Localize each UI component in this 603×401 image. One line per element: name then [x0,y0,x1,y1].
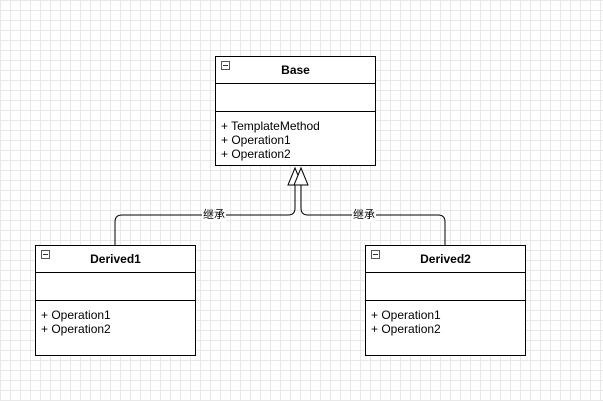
class-derived2-header[interactable]: Derived2 [366,246,525,273]
operation-item: + Operation1 [41,308,111,322]
class-derived2-name: Derived2 [420,252,471,266]
class-derived1[interactable]: Derived1 + Operation1 + Operation2 [35,245,196,356]
operation-item: + Operation1 [371,308,441,322]
edge-label-derived1[interactable]: 继承 [202,209,226,221]
class-derived1-attributes[interactable] [36,273,195,301]
operation-item: + Operation2 [221,147,291,161]
class-base[interactable]: Base + TemplateMethod + Operation1 + Ope… [215,56,376,166]
class-derived2-operations[interactable]: + Operation1 + Operation2 [366,301,525,336]
class-base-header[interactable]: Base [216,57,375,84]
collapse-icon[interactable] [371,250,380,259]
operation-item: + Operation2 [371,322,441,336]
collapse-icon[interactable] [221,61,230,70]
class-derived2-attributes[interactable] [366,273,525,301]
operation-item: + Operation1 [221,133,291,147]
class-base-attributes[interactable] [216,84,375,112]
class-derived1-name: Derived1 [90,252,141,266]
operation-item: + TemplateMethod [221,119,320,133]
collapse-icon[interactable] [41,250,50,259]
class-derived2[interactable]: Derived2 + Operation1 + Operation2 [365,245,526,356]
class-derived1-operations[interactable]: + Operation1 + Operation2 [36,301,195,336]
class-base-name: Base [281,63,310,77]
class-base-operations[interactable]: + TemplateMethod + Operation1 + Operatio… [216,112,375,161]
edge-label-derived2[interactable]: 继承 [352,209,376,221]
operation-item: + Operation2 [41,322,111,336]
class-derived1-header[interactable]: Derived1 [36,246,195,273]
generalization-arrowhead-right [293,166,309,186]
